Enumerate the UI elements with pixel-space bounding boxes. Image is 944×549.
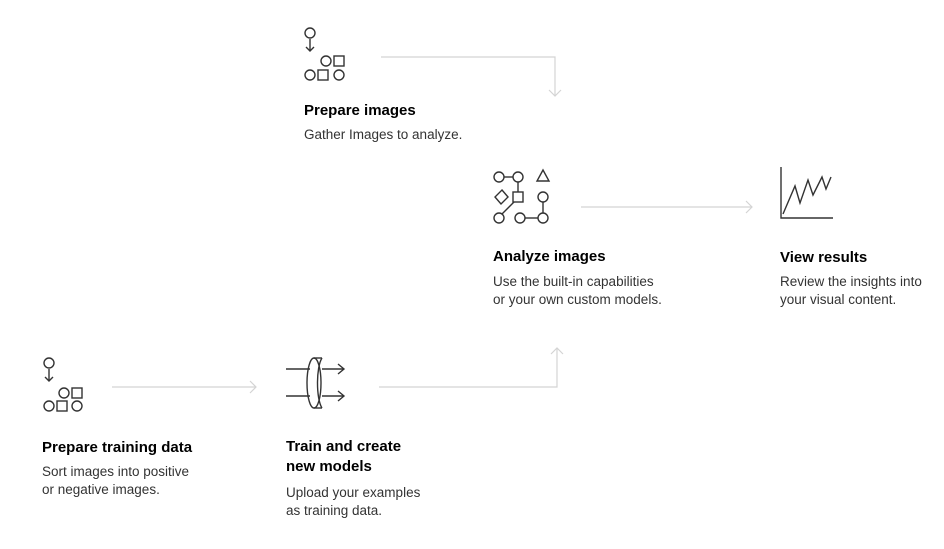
line-chart-icon — [780, 167, 833, 219]
prepare-images-description: Gather Images to analyze. — [304, 127, 463, 142]
prepare-images-title: Prepare images — [304, 102, 416, 119]
model-training-icon — [286, 357, 346, 409]
analyze-images-description-line-2: or your own custom models. — [493, 292, 662, 307]
circles-squares-sort-icon — [43, 357, 83, 412]
circles-squares-sort-icon — [304, 27, 345, 81]
train-models-title: Train and create new models — [286, 437, 401, 477]
prepare-training-data-description: Sort images into positive or negative im… — [42, 463, 189, 499]
view-results-description-line-2: your visual content. — [780, 292, 897, 307]
prepare-training-data-description-line-2: or negative images. — [42, 482, 160, 497]
train-models-title-line-1: Train and create — [286, 438, 402, 455]
view-results-description: Review the insights into your visual con… — [780, 273, 922, 309]
connector-analyze-to-results — [581, 200, 753, 214]
train-models-description-line-2: as training data. — [286, 503, 383, 518]
prepare-training-data-description-line-1: Sort images into positive — [42, 464, 190, 479]
analyze-images-description-line-1: Use the built-in capabilities — [493, 274, 654, 289]
node-graph-icon — [493, 168, 551, 224]
train-models-description: Upload your examples as training data. — [286, 484, 420, 520]
analyze-images-description: Use the built-in capabilities or your ow… — [493, 273, 662, 309]
analyze-images-title: Analyze images — [493, 248, 606, 265]
prepare-training-data-title: Prepare training data — [42, 439, 193, 456]
connector-train-to-analyze — [379, 347, 564, 388]
connector-training-to-train — [112, 380, 257, 394]
view-results-title: View results — [780, 249, 868, 266]
train-models-description-line-1: Upload your examples — [286, 485, 421, 500]
view-results-description-line-1: Review the insights into — [780, 274, 922, 289]
connector-prepare-to-analyze — [381, 56, 562, 97]
train-models-title-line-2: new models — [286, 458, 372, 475]
